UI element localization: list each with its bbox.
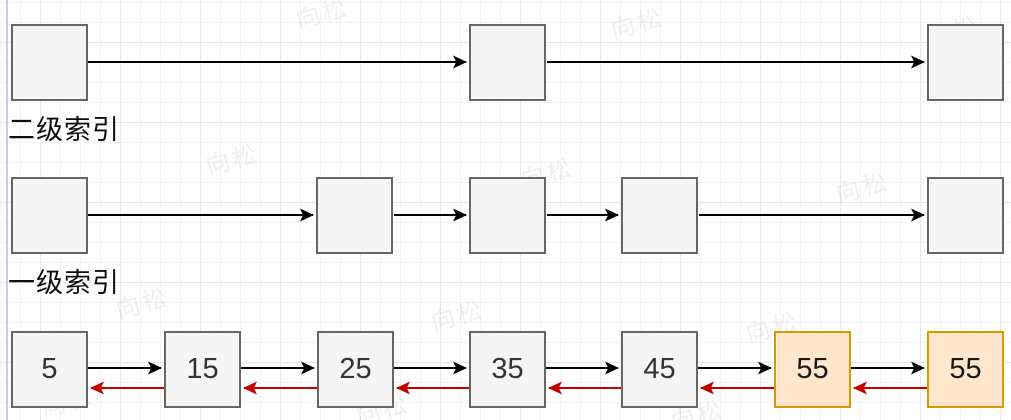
l1-index-node xyxy=(621,177,698,254)
data-node: 45 xyxy=(621,331,698,408)
data-node: 5 xyxy=(11,331,88,408)
data-node: 15 xyxy=(164,331,241,408)
l2-index-node xyxy=(469,24,546,101)
l1-index-node xyxy=(469,177,546,254)
l2-index-node xyxy=(11,24,88,101)
l2-index-node xyxy=(927,24,1004,101)
l1-index-label: 一级索引 xyxy=(8,268,120,298)
page-edge-line xyxy=(6,0,8,420)
data-node: 25 xyxy=(317,331,394,408)
data-node-highlighted: 55 xyxy=(927,331,1004,408)
l2-index-label: 二级索引 xyxy=(8,115,120,145)
l1-index-node xyxy=(316,177,393,254)
l1-index-node xyxy=(927,177,1004,254)
data-node: 35 xyxy=(469,331,546,408)
l1-index-node xyxy=(11,177,88,254)
data-node-highlighted: 55 xyxy=(774,331,851,408)
